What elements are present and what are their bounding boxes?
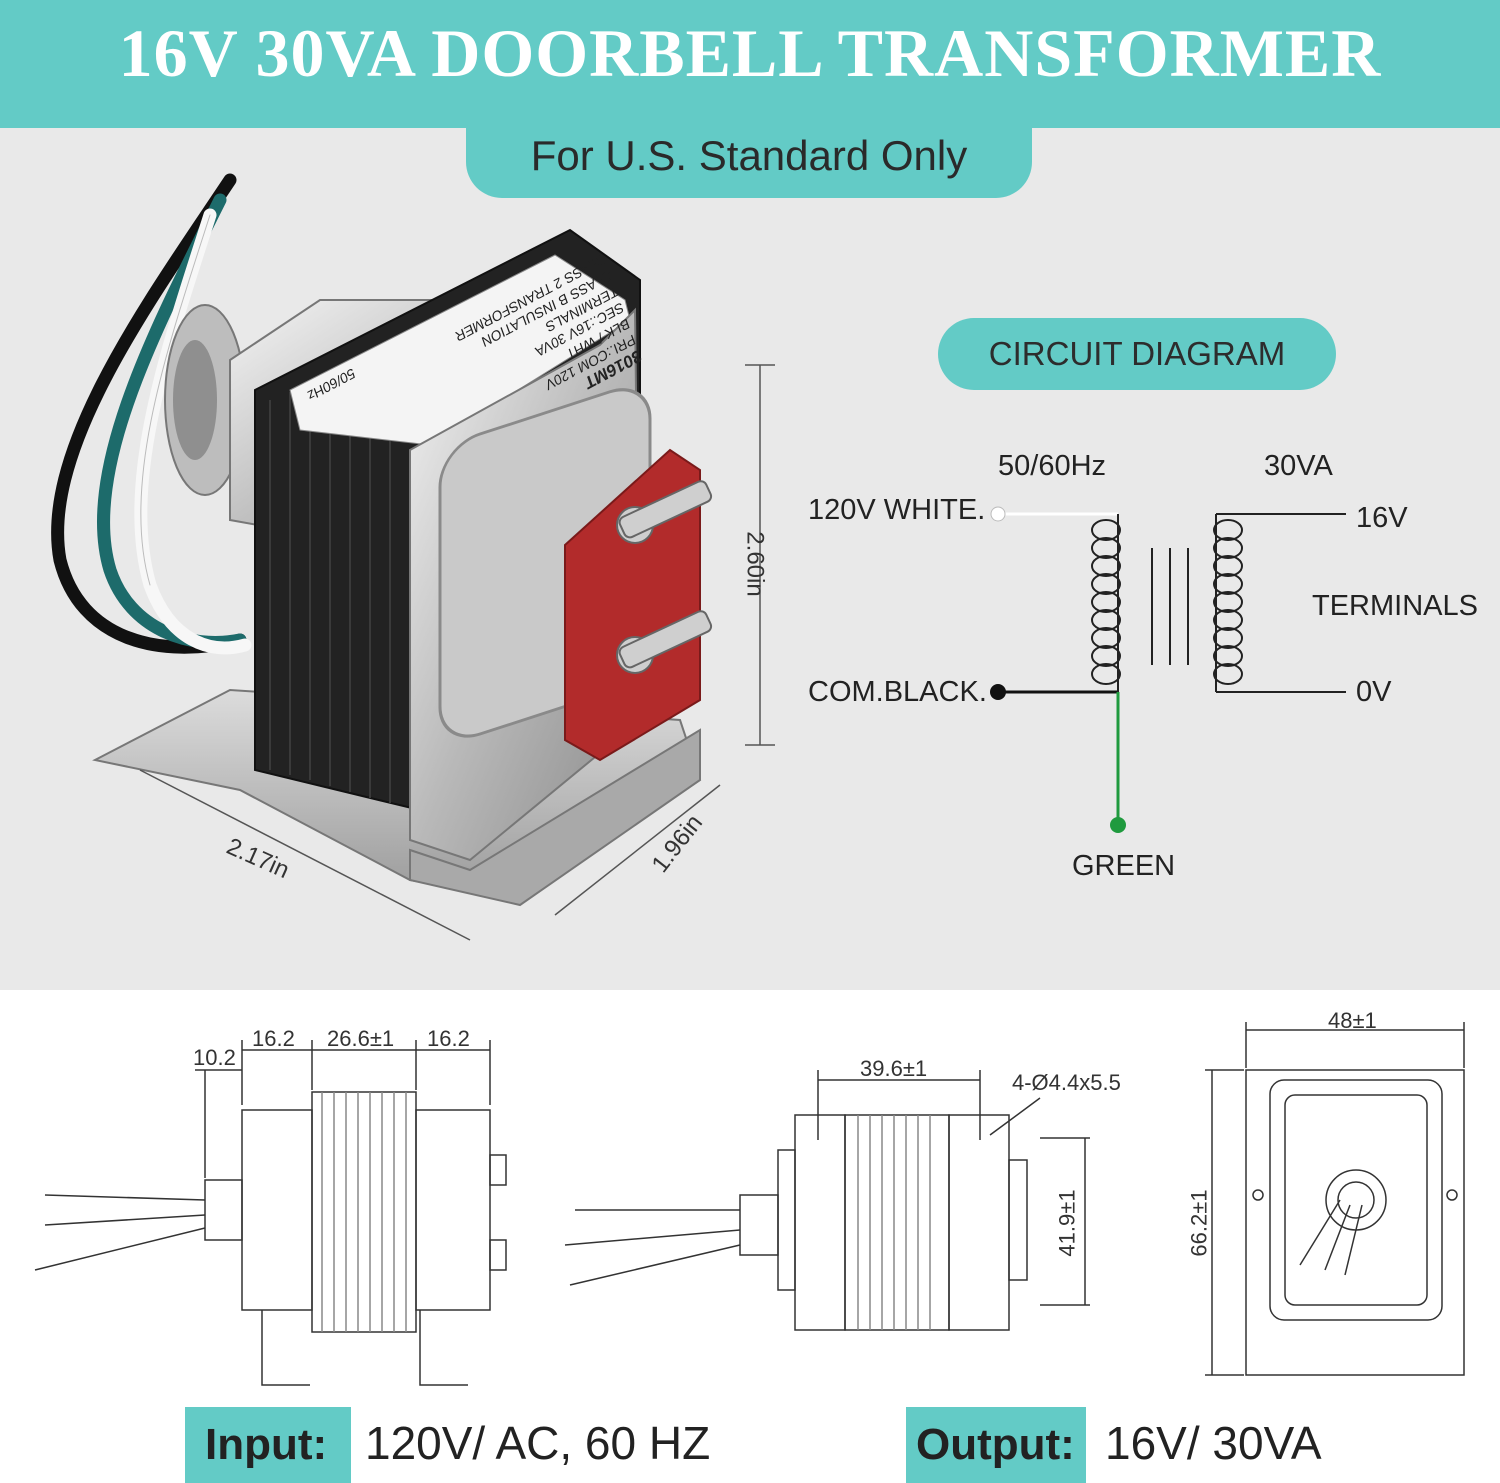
product-panel xyxy=(0,128,1500,990)
side-dim-10-2: 10.2 xyxy=(193,1045,236,1070)
ground-label: GREEN xyxy=(1072,850,1176,882)
terminals-label: TERMINALS xyxy=(1312,590,1478,622)
circuit-power: 30VA xyxy=(1264,450,1333,482)
end-dim-48: 48±1 xyxy=(1328,1008,1377,1033)
input-black-label: COM.BLACK. xyxy=(808,676,987,708)
output-label-box xyxy=(906,1407,1086,1483)
input-white-label: 120V WHITE. xyxy=(808,494,986,526)
front-dim-holes: 4-Ø4.4x5.5 xyxy=(1012,1070,1121,1095)
lead-wires xyxy=(51,173,252,655)
page-title: 16V 30VA DOORBELL TRANSFORMER xyxy=(118,15,1382,91)
header-banner xyxy=(0,0,1500,128)
front-dim-39-6: 39.6±1 xyxy=(860,1056,928,1081)
primary-coil xyxy=(1091,514,1121,692)
circuit-frequency: 50/60Hz xyxy=(998,450,1107,482)
input-value: 120V/ AC, 60 HZ xyxy=(365,1417,711,1469)
output-value: 16V/ 30VA xyxy=(1105,1417,1322,1469)
side-view xyxy=(34,1040,507,1386)
input-label: Input: xyxy=(205,1420,328,1469)
dimension-lines xyxy=(139,364,775,941)
core-lines xyxy=(1151,548,1189,665)
side-dim-16-2-right: 16.2 xyxy=(427,1026,470,1051)
end-dim-66-2: 66.2±1 xyxy=(1186,1189,1212,1257)
input-label-box xyxy=(185,1407,351,1483)
red-gasket xyxy=(564,448,701,762)
side-dim-16-2-left: 16.2 xyxy=(252,1026,295,1051)
output-0v-label: 0V xyxy=(1356,676,1392,708)
side-dim-26-6: 26.6±1 xyxy=(327,1026,395,1051)
front-view xyxy=(564,1070,1090,1331)
screw-terminals xyxy=(616,480,713,674)
output-label: Output: xyxy=(916,1420,1075,1469)
output-16v-label: 16V xyxy=(1356,502,1408,534)
subtitle-tab xyxy=(466,118,1032,198)
circuit-heading-pill xyxy=(938,318,1336,390)
end-view xyxy=(1205,1022,1465,1376)
circuit-heading: CIRCUIT DIAGRAM xyxy=(988,335,1286,372)
secondary-coil xyxy=(1213,513,1346,693)
subtitle: For U.S. Standard Only xyxy=(530,132,968,179)
front-dim-41-9: 41.9±1 xyxy=(1054,1189,1080,1257)
